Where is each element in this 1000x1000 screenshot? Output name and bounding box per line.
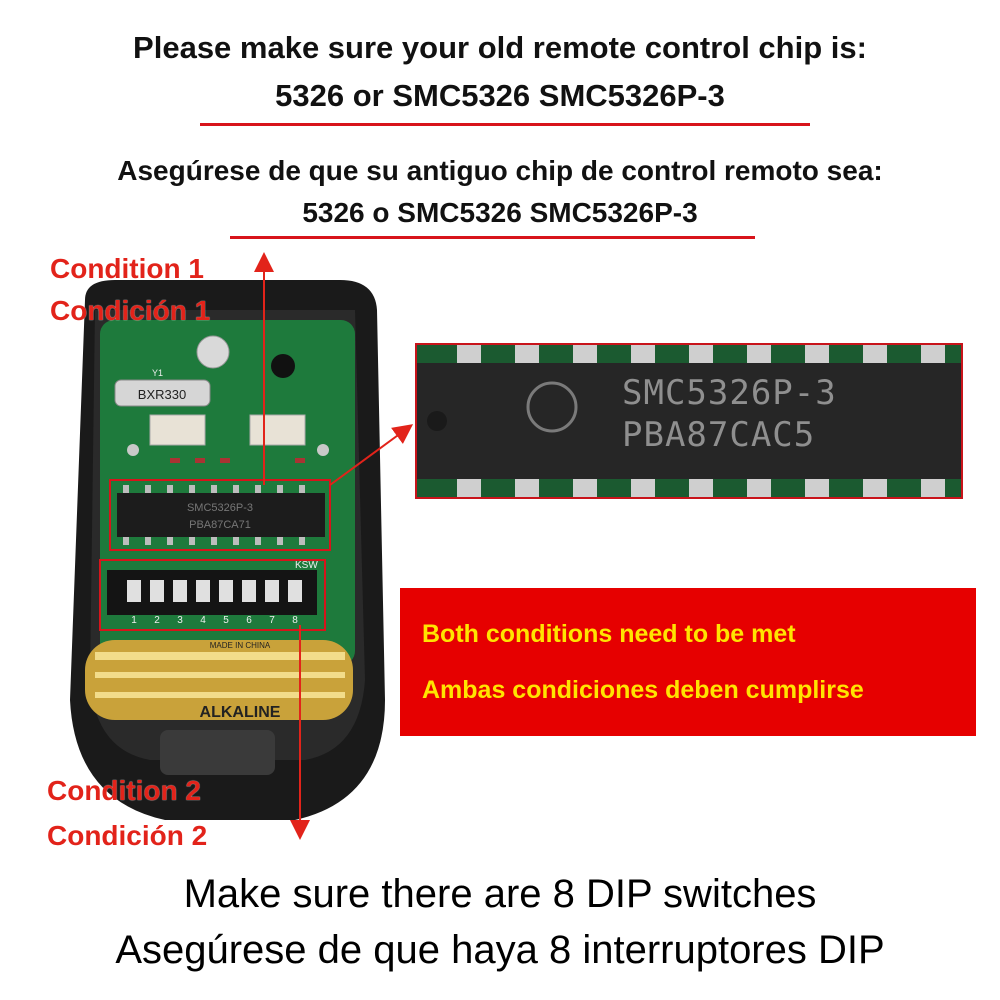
crystal-label: BXR330 [138, 387, 186, 402]
zoom-chip-line2: PBA87CAC5 [622, 415, 816, 455]
crystal-ref: Y1 [152, 368, 163, 378]
dip-switch-block-icon [107, 570, 317, 615]
svg-text:3: 3 [177, 615, 183, 626]
requirement-banner: Both conditions need to be met Ambas con… [400, 588, 976, 736]
header-line1-en: Please make sure your old remote control… [133, 30, 867, 65]
remote-button-icon [160, 730, 275, 775]
battery-made-label: MADE IN CHINA [210, 641, 271, 650]
svg-text:6: 6 [246, 615, 252, 626]
chip-small-label-2: PBA87CA71 [189, 519, 251, 531]
banner-line-en: Both conditions need to be met [422, 620, 796, 648]
chip-highlight-box [109, 479, 331, 551]
header-line1-es: Asegúrese de que su antiguo chip de cont… [117, 155, 883, 186]
condition1-en: Condition 1 [50, 253, 204, 284]
tact-switch-2-icon [249, 414, 306, 446]
battery-brand-label: ALKALINE [200, 704, 281, 721]
crystal-icon [114, 379, 211, 407]
svg-text:4: 4 [200, 615, 206, 626]
header-underline-es [230, 236, 755, 239]
condition1-es: Condición 1 [50, 295, 211, 326]
chip-zoom-panel: SMC5326P-3 PBA87CAC5 [415, 343, 963, 499]
condition2-en: Condition 2 [47, 775, 201, 806]
chip-zoom-graphic [417, 345, 961, 497]
header-line2-en: 5326 or SMC5326 SMC5326P-3 [275, 78, 725, 113]
condition2-es: Condición 2 [47, 820, 208, 851]
svg-text:1: 1 [131, 615, 137, 626]
header-line2-es: 5326 o SMC5326 SMC5326P-3 [302, 197, 698, 228]
chip-body-icon [417, 363, 961, 479]
svg-text:2: 2 [154, 615, 160, 626]
led-icon [196, 335, 230, 369]
dip-highlight-box [99, 559, 326, 631]
ic-chip-icon [117, 493, 325, 537]
svg-text:7: 7 [269, 615, 275, 626]
zoom-chip-line1: SMC5326P-3 [622, 373, 837, 413]
chip-small-label-1: SMC5326P-3 [187, 502, 253, 514]
remote-photo: BXR330 Y1 SMC5326P-3 PBA87CA71 KSW 1 2 3 4… [70, 280, 385, 820]
footer-line-en: Make sure there are 8 DIP switches [183, 872, 817, 916]
svg-text:8: 8 [292, 615, 298, 626]
header-underline-en [200, 123, 810, 126]
footer-line-es: Asegúrese de que haya 8 interruptores DI… [115, 928, 885, 972]
svg-text:5: 5 [223, 615, 229, 626]
banner-line-es: Ambas condiciones deben cumplirse [422, 676, 864, 704]
chip-logo-icon [526, 381, 578, 433]
tact-switch-1-icon [149, 414, 206, 446]
dip-label: KSW [295, 560, 318, 571]
mount-hole-icon [271, 354, 295, 378]
